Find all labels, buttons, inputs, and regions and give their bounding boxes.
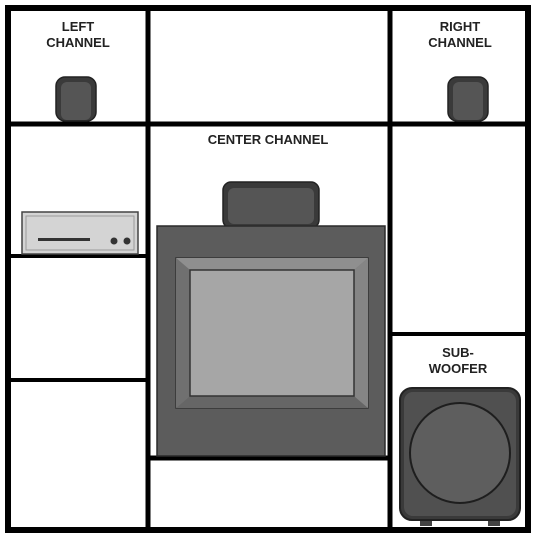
left-channel-label-line1: LEFT — [62, 19, 95, 34]
left-channel-label-line2: CHANNEL — [46, 35, 110, 50]
left-speaker-icon — [55, 76, 97, 122]
subwoofer-label-line1: SUB- — [442, 345, 474, 360]
center-speaker-icon — [222, 181, 320, 229]
tv-screen — [189, 269, 355, 397]
subwoofer-icon — [399, 387, 521, 526]
av-receiver-icon — [21, 211, 139, 255]
right-channel-label-line2: CHANNEL — [428, 35, 492, 50]
cabinet-frame — [5, 5, 531, 533]
television-icon — [156, 225, 386, 457]
outer-frame — [5, 5, 531, 533]
right-speaker-icon — [447, 76, 489, 122]
center-channel-label: CENTER CHANNEL — [208, 132, 329, 147]
right-channel-label-line1: RIGHT — [440, 19, 481, 34]
subwoofer-label-line2: WOOFER — [429, 361, 488, 376]
